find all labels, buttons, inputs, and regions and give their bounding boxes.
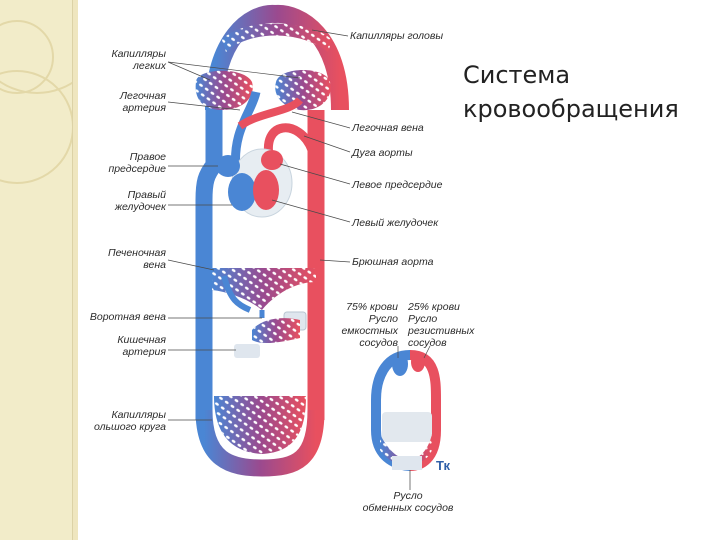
heart [216, 148, 293, 218]
vena-cava-vessel [195, 110, 223, 420]
liver-capillaries [212, 268, 316, 313]
label-right-atrium-1: Правое [130, 151, 166, 163]
label-right-atrium-2: предсердие [108, 163, 166, 175]
label-portal-vein: Воротная вена [90, 311, 166, 323]
label-pulmonary-artery-2: артерия [122, 102, 166, 114]
label-aortic-arch: Дуга аорты [351, 147, 413, 159]
title-line-2: кровообращения [463, 95, 679, 123]
label-venous-percent: 75% крови [346, 301, 398, 313]
label-systemic-capillaries-1: Капилляры [111, 409, 166, 421]
label-systemic-capillaries-2: ольшого круга [94, 421, 166, 433]
label-head-capillaries: Капилляры головы [350, 30, 443, 42]
decorative-sidebar [0, 0, 78, 540]
sidebar-edge [72, 0, 78, 540]
label-intestinal-artery-2: артерия [122, 346, 166, 358]
label-pulmonary-vein: Легочная вена [351, 122, 424, 134]
label-left-atrium: Левое предсердие [351, 179, 443, 191]
label-right-ventricle-1: Правый [128, 189, 166, 201]
label-lung-capillaries-2: легких [132, 60, 167, 72]
label-left-ventricle: Левый желудочек [351, 217, 439, 229]
label-venous-bed: Русло [369, 313, 398, 325]
intestine-capillaries [234, 310, 307, 358]
label-venous-capacitive: емкостных [342, 325, 399, 337]
label-exchange-bed: Русло [393, 490, 422, 502]
right-labels: Капилляры головы Легочная вена Дуга аорт… [350, 30, 443, 268]
label-pulmonary-artery-1: Легочная [119, 90, 167, 102]
pulmonary-vein-vessel [237, 97, 304, 130]
small-circulation-diagram: Тк [371, 350, 450, 490]
title-line-1: Система [463, 61, 571, 89]
head-capillaries [205, 4, 349, 111]
label-venous-vessels: сосудов [359, 337, 398, 349]
label-resistive-type: резистивных [407, 325, 475, 337]
label-right-ventricle-2: желудочек [114, 201, 167, 213]
label-intestinal-artery-1: Кишечная [117, 334, 166, 346]
label-lung-capillaries-1: Капилляры [111, 48, 166, 60]
label-abdominal-aorta: Брюшная аорта [352, 256, 434, 268]
label-hepatic-vein-1: Печеночная [108, 247, 166, 259]
label-resistive-percent: 25% крови [407, 301, 460, 313]
label-resistive-bed: Русло [408, 313, 437, 325]
systemic-capillaries [195, 375, 325, 477]
label-resistive-vessels: сосудов [408, 337, 447, 349]
small-diagram-labels: 75% крови Русло емкостных сосудов 25% кр… [342, 301, 476, 514]
tk-label: Тк [436, 458, 450, 473]
label-exchange-vessels: обменных сосудов [363, 502, 454, 514]
lung-capillaries [195, 70, 331, 111]
slide-title: Система кровообращения [463, 58, 713, 126]
leader-lines [167, 29, 431, 421]
left-labels: Капилляры легких Легочная артерия Правое… [90, 48, 167, 433]
label-hepatic-vein-2: вена [143, 259, 166, 271]
